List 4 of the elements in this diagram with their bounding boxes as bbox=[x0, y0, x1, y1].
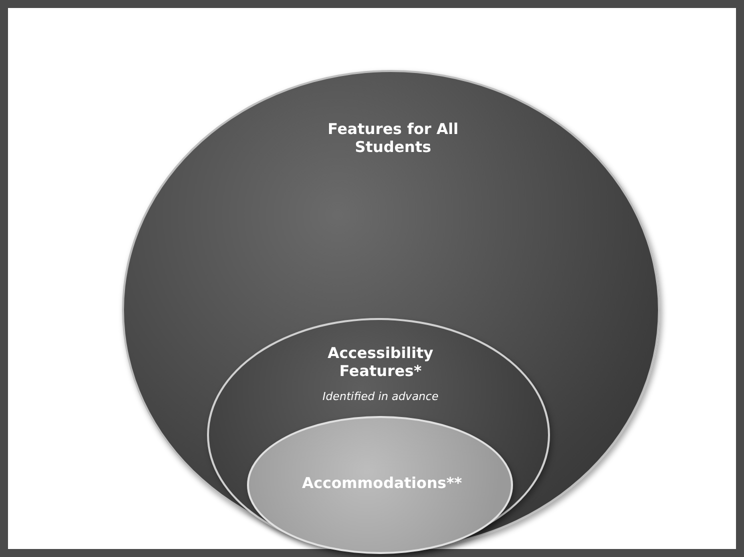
circle-label: Accessibility Features* bbox=[326, 344, 434, 380]
circle-label: Features for All Students bbox=[326, 120, 460, 156]
circle-label: Accommodations** bbox=[300, 474, 464, 492]
circle-note: Identified in advance bbox=[322, 390, 440, 403]
